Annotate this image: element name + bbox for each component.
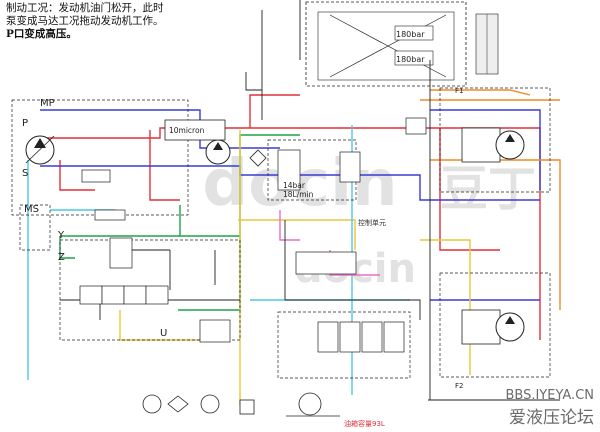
bottom-symbols — [142, 392, 340, 417]
flow-label: 18L/min — [283, 190, 314, 199]
rear-axle-label: F2 — [455, 382, 463, 390]
forum-url: BBS.IYEYA.CN — [505, 388, 594, 403]
charge-pump-icon — [205, 139, 231, 165]
drive-motor-rear — [461, 309, 525, 345]
braking-note: 制动工况：发动机油门松开，此时 泵变成马达工况拖动发动机工作。 P口变成高压。 — [6, 2, 164, 41]
control-unit-label: 控制单元 — [358, 218, 386, 227]
port-p-label: P — [22, 118, 28, 129]
relief-valve-block: 180bar 180bar — [305, 1, 499, 87]
relief-setting-a: 180bar — [396, 30, 425, 39]
port-u-label: U — [160, 328, 167, 339]
note-line-1: 制动工况：发动机油门松开，此时 — [6, 2, 164, 14]
control-valves — [79, 117, 427, 353]
forum-name: 爱液压论坛 — [509, 408, 594, 428]
filter-rating: 10micron — [169, 126, 205, 135]
component-boundaries — [11, 87, 551, 379]
port-mp-label: MP — [40, 98, 55, 109]
port-ms-label: MS — [24, 204, 39, 215]
note-line-2: 泵变成马达工况拖动发动机工作。 — [6, 15, 164, 27]
tank-capacity-label: 油箱容量93L — [344, 419, 385, 428]
note-line-3: P口变成高压。 — [6, 28, 77, 40]
port-s-label: S — [22, 168, 28, 179]
forum-watermark: BBS.IYEYA.CN 爱液压论坛 — [505, 388, 594, 428]
main-pump-icon — [25, 135, 55, 165]
port-z-label: Z — [58, 252, 65, 263]
relief-setting-b: 180bar — [396, 55, 425, 64]
pressure-label: 14bar — [283, 181, 306, 190]
filter-icon: 10micron — [164, 119, 267, 167]
drive-motor-front — [461, 127, 525, 163]
watermark-cn: 豆丁 — [440, 161, 536, 217]
port-y-label: Y — [57, 230, 65, 241]
front-axle-label: F1 — [455, 87, 463, 95]
